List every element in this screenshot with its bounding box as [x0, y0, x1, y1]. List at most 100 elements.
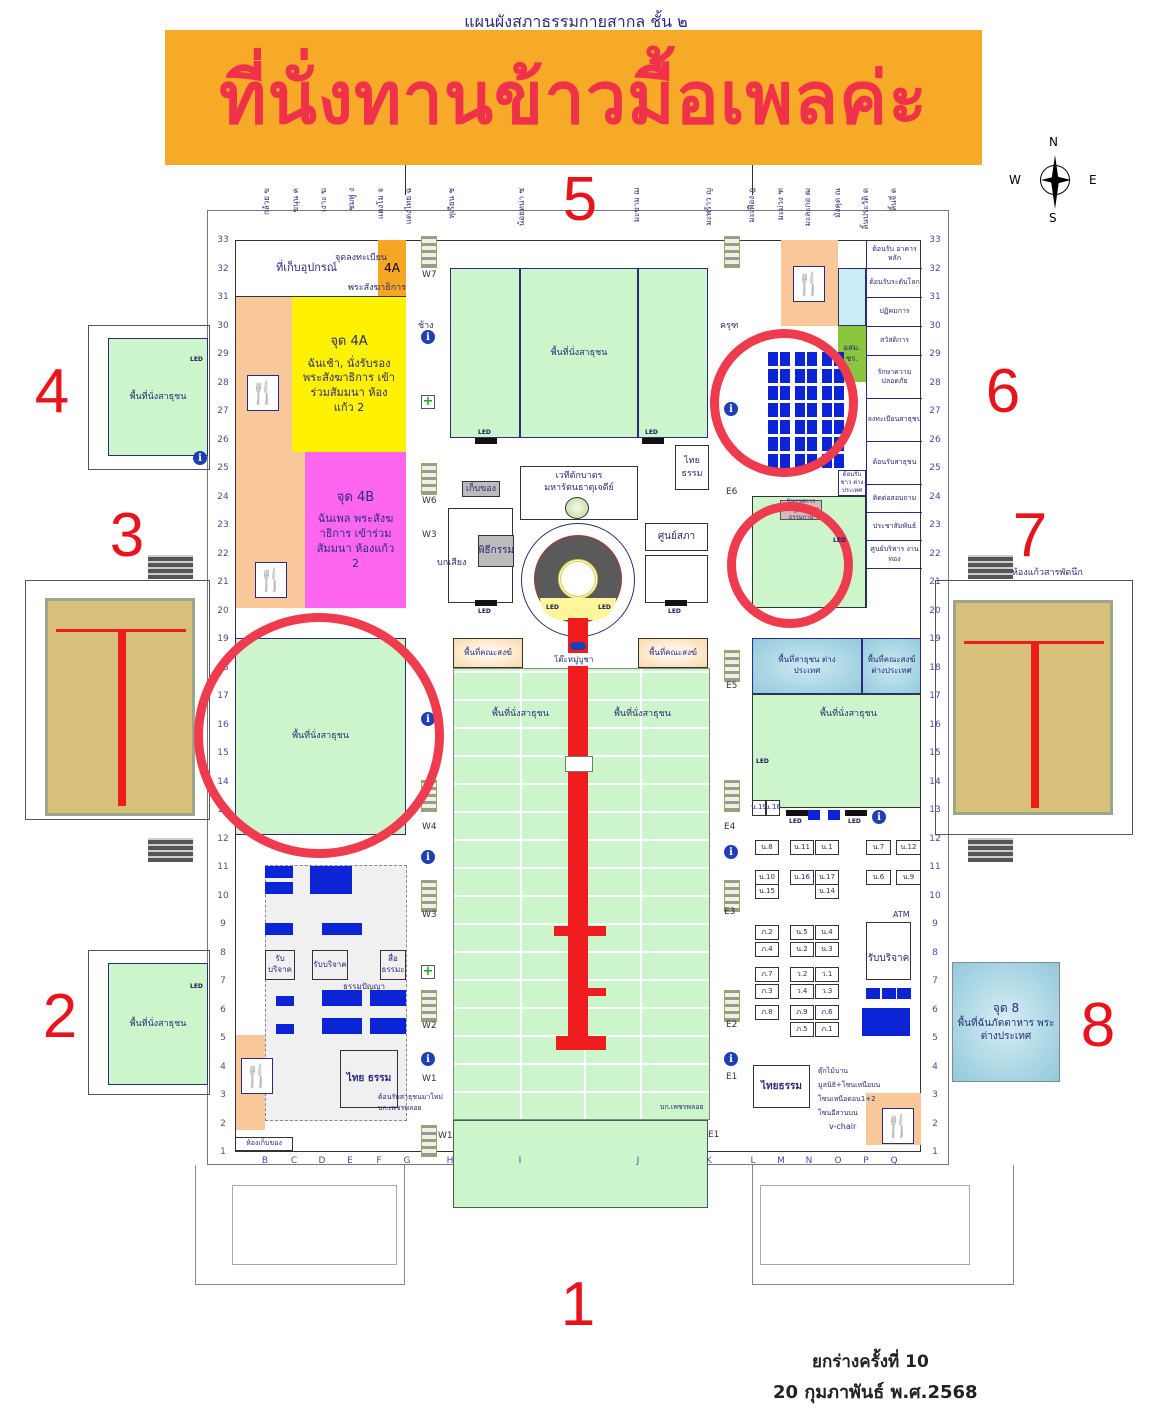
- column-top-label: มะขาม ฌ: [632, 188, 641, 223]
- vchair-label: v-chair: [829, 1122, 857, 1131]
- gate-4: 4: [34, 357, 70, 426]
- zone-label: ศูนย์สภา: [657, 531, 696, 543]
- booth: น.9: [896, 870, 921, 885]
- note-item: มูลนิธิ+โซนเหนือบน: [818, 1081, 881, 1089]
- column-label: O: [834, 1156, 842, 1166]
- admin-desk: ปฏิคมการ: [867, 298, 922, 327]
- column-label: K: [706, 1156, 712, 1166]
- stairs-w2: [421, 990, 437, 1022]
- seat-block: [822, 403, 832, 417]
- info-icon[interactable]: i: [193, 451, 207, 465]
- led-label: LED: [190, 356, 203, 363]
- info-icon[interactable]: i: [421, 1052, 435, 1066]
- booth: น.2: [790, 942, 814, 957]
- table: [322, 990, 362, 1006]
- hall-kaew-east: [953, 600, 1113, 815]
- led-label: LED: [546, 604, 559, 611]
- table: [265, 923, 293, 935]
- row-label: 3: [932, 1090, 938, 1100]
- gate-2: 2: [42, 982, 78, 1051]
- admin-desk: ต้อนรับระดับโลก: [867, 269, 922, 298]
- zone-label: พื้นที่คณะสงฆ์: [649, 647, 697, 657]
- info-icon[interactable]: i: [724, 1052, 738, 1066]
- door-w1: W1: [422, 1074, 437, 1084]
- booth: น.7: [866, 840, 891, 855]
- seat-block: [807, 420, 817, 434]
- zone-label: ไทยธรรม: [761, 1080, 802, 1092]
- row-label: 8: [220, 947, 226, 958]
- compass-arrow: [1051, 181, 1059, 213]
- info-icon[interactable]: i: [872, 810, 886, 824]
- divider: [235, 296, 406, 297]
- row-label: 14: [217, 776, 229, 787]
- dining-icon: 🍴: [793, 266, 825, 302]
- wing-2: [88, 950, 210, 1095]
- seat-block: [768, 386, 778, 400]
- info-icon[interactable]: i: [724, 845, 738, 859]
- booth: น.10: [755, 870, 779, 885]
- table: [370, 990, 406, 1006]
- pb-label: บก.เพชรพลอย: [660, 1103, 704, 1111]
- stairs-w1: [421, 1125, 437, 1157]
- zone-label: สื่อธรรมะ: [381, 954, 405, 974]
- red-carpet: [588, 988, 606, 996]
- zone-label: ต้อนรับชาว ต่างประเทศ: [840, 470, 864, 495]
- compass-arrow: [1055, 176, 1075, 184]
- table: [882, 988, 896, 999]
- table: [897, 988, 911, 999]
- seat-block: [822, 454, 832, 468]
- thaidham-booth-center: ไทย ธรรม: [675, 445, 709, 490]
- column-top-label: ชมพู่ ง: [347, 188, 356, 211]
- seat-block: [834, 403, 844, 417]
- zone-label: พื้นที่นั่งสาธุชน: [614, 709, 671, 719]
- map-title: แผนผังสภาธรรมกายสากล ชั้น ๒: [464, 12, 688, 31]
- row-label: 25: [217, 463, 229, 473]
- door-e4: E4: [724, 822, 736, 832]
- booth: ว.2: [790, 967, 814, 982]
- column-top-label: ลิ้นจี่ ต: [889, 188, 898, 211]
- booth: ภ.9: [790, 1005, 814, 1020]
- west-hall: [25, 580, 210, 820]
- info-icon[interactable]: i: [724, 402, 738, 416]
- chedi-center: [558, 559, 598, 599]
- booth: น.6: [866, 870, 891, 885]
- info-icon[interactable]: i: [421, 712, 435, 726]
- admin-desk: ติดต่อสอบถาม: [867, 485, 922, 513]
- admin-desk: ประชาสัมพันธ์: [867, 513, 922, 541]
- connector-line: [405, 165, 406, 195]
- red-carpet: [56, 629, 186, 632]
- led-label: LED: [645, 429, 658, 436]
- led-screen: [475, 438, 497, 444]
- info-icon[interactable]: i: [421, 850, 435, 864]
- row-label: 10: [929, 890, 941, 901]
- red-carpet: [1031, 643, 1039, 808]
- dining-icon: 🍴: [247, 375, 279, 411]
- door-w4: W4: [422, 822, 437, 832]
- column-label: I: [518, 1156, 522, 1166]
- row-label: 23: [929, 520, 941, 530]
- column-top-label: มะละกอ ฒ: [803, 188, 812, 227]
- table: [310, 866, 352, 894]
- booth: ภ.2: [755, 925, 779, 940]
- seat-block: [768, 352, 778, 366]
- row-label: 6: [220, 1004, 226, 1015]
- led-screen: [786, 810, 808, 816]
- zone-label: พื้นที่นั่งสาธุชน: [129, 391, 187, 402]
- led-label: LED: [833, 537, 846, 544]
- led-label: LED: [190, 983, 203, 990]
- table: [322, 923, 362, 935]
- zone-label: เวทีตักบาตร: [555, 471, 603, 481]
- seating-area-north-1: [450, 268, 520, 438]
- row-label: 27: [929, 406, 941, 416]
- seat-block: [780, 420, 790, 434]
- booth: ภ.5: [790, 1022, 814, 1037]
- zone-title: จุด 4A: [330, 334, 368, 350]
- column-top-label: แตงโม จ: [376, 188, 385, 220]
- compass-n: N: [1049, 135, 1058, 149]
- seat-block: [834, 420, 844, 434]
- row-label: 6: [932, 1004, 938, 1015]
- info-icon[interactable]: i: [421, 330, 435, 344]
- row-label: 22: [217, 548, 229, 559]
- south-approach-left: [195, 1165, 405, 1285]
- column-label: F: [376, 1156, 382, 1166]
